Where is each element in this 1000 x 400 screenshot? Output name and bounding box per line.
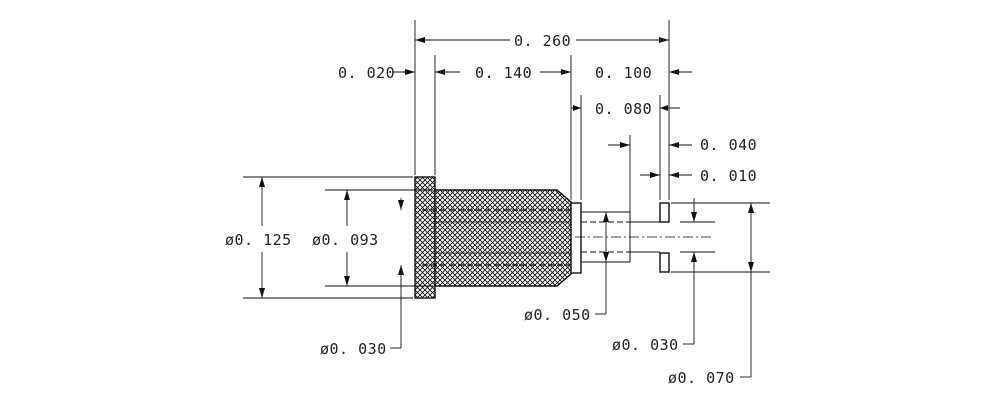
dim-bore-diameter: ø0. 030: [320, 340, 387, 358]
pin-collar: [570, 202, 582, 274]
dim-tip-head-diameter: ø0. 070: [668, 369, 735, 387]
tip-head-bottom: [659, 252, 670, 273]
dim-pin-diameter: ø0. 050: [524, 306, 591, 324]
dimension-lines: [259, 37, 754, 378]
dimension-labels: 0. 260 0. 020 0. 140 0. 100 0. 080 0. 04…: [225, 32, 757, 387]
dim-body-diameter: ø0. 093: [312, 231, 379, 249]
dim-body-length: 0. 140: [475, 64, 532, 82]
main-body: [434, 189, 572, 287]
part-geometry: [414, 176, 712, 299]
tip-head-top: [659, 202, 670, 223]
dim-flange-diameter: ø0. 125: [225, 231, 292, 249]
dim-tip-neck-diameter: ø0. 030: [612, 336, 679, 354]
dim-tip-head-length: 0. 010: [700, 167, 757, 185]
dim-overall-length: 0. 260: [514, 32, 571, 50]
flange: [414, 176, 436, 299]
dim-flange-thickness: 0. 020: [338, 64, 395, 82]
dim-pin-length: 0. 100: [595, 64, 652, 82]
dim-pin-reduced-length: 0. 080: [595, 100, 652, 118]
extension-lines: [243, 20, 770, 299]
dim-tip-length: 0. 040: [700, 136, 757, 154]
